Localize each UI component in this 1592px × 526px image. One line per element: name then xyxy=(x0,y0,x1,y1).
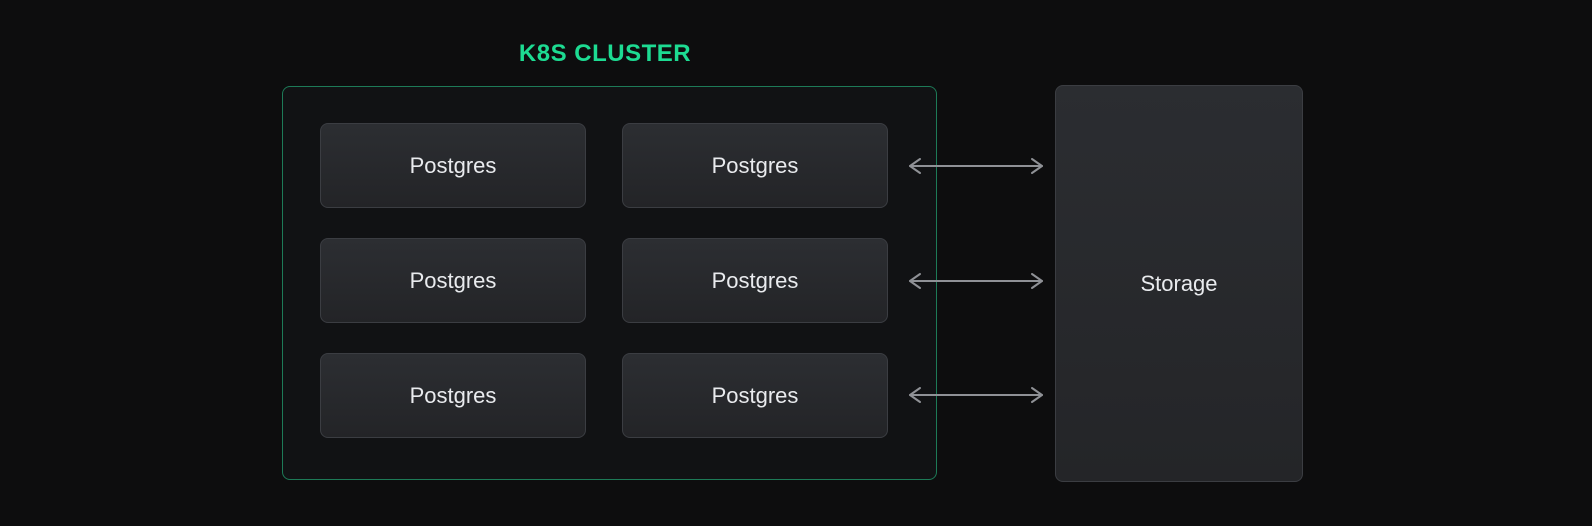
bidirectional-arrow-icon xyxy=(905,386,1047,404)
bidirectional-arrow-icon xyxy=(905,157,1047,175)
cluster-title: K8S CLUSTER xyxy=(518,40,692,67)
storage-node: Storage xyxy=(1055,85,1303,482)
postgres-node-label: Postgres xyxy=(409,152,497,178)
postgres-node: Postgres xyxy=(622,123,888,208)
storage-node-label: Storage xyxy=(1140,270,1218,296)
postgres-node: Postgres xyxy=(320,123,586,208)
postgres-node-label: Postgres xyxy=(711,267,799,293)
postgres-node-label: Postgres xyxy=(409,267,497,293)
postgres-node: Postgres xyxy=(320,238,586,323)
postgres-node-label: Postgres xyxy=(711,382,799,408)
postgres-node: Postgres xyxy=(622,353,888,438)
postgres-node: Postgres xyxy=(622,238,888,323)
postgres-node-label: Postgres xyxy=(711,152,799,178)
postgres-node-label: Postgres xyxy=(409,382,497,408)
postgres-node: Postgres xyxy=(320,353,586,438)
bidirectional-arrow-icon xyxy=(905,272,1047,290)
